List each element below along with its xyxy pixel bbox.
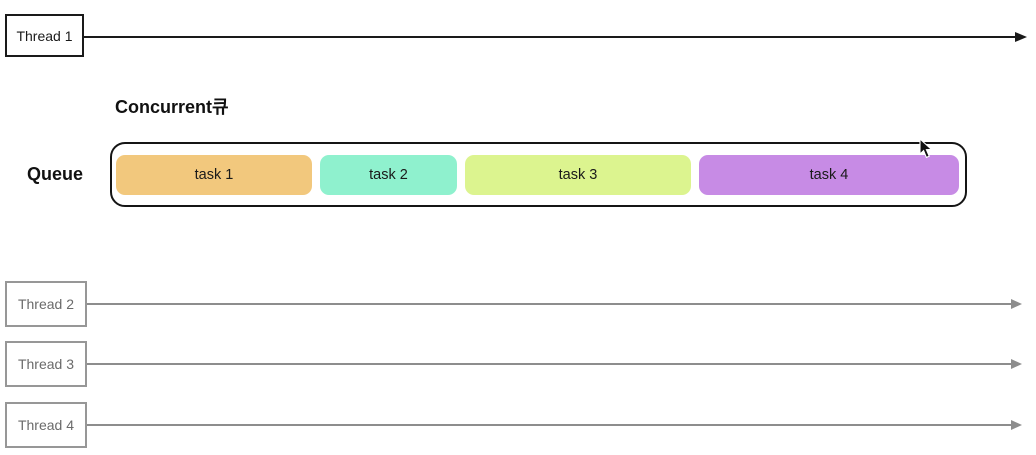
thread-2-arrowhead-icon xyxy=(1011,299,1022,309)
thread-4-box: Thread 4 xyxy=(5,402,87,448)
thread-2-label: Thread 2 xyxy=(17,296,75,312)
task-1-block[interactable]: task 1 xyxy=(116,154,312,195)
task-2-block[interactable]: task 2 xyxy=(320,154,457,195)
thread-2-box: Thread 2 xyxy=(5,281,87,327)
thread-1-label: Thread 1 xyxy=(16,27,73,44)
thread-4-timeline-arrow xyxy=(87,424,1011,426)
diagram-title: Concurrent큐 xyxy=(115,97,229,117)
thread-4-arrowhead-icon xyxy=(1011,420,1022,430)
mouse-cursor-icon xyxy=(919,138,933,159)
thread-4-label: Thread 4 xyxy=(17,417,75,433)
queue-container: task 1 task 2 task 3 task 4 xyxy=(110,142,967,207)
thread-3-box: Thread 3 xyxy=(5,341,87,387)
queue-label: Queue xyxy=(27,164,84,184)
thread-2-timeline-arrow xyxy=(87,303,1011,305)
thread-3-timeline-arrow xyxy=(87,363,1011,365)
task-3-block[interactable]: task 3 xyxy=(465,154,691,195)
task-4-block[interactable]: task 4 xyxy=(699,154,959,195)
thread-3-label: Thread 3 xyxy=(17,356,75,372)
thread-1-box: Thread 1 xyxy=(5,14,84,57)
thread-3-arrowhead-icon xyxy=(1011,359,1022,369)
thread-1-timeline-arrow xyxy=(84,36,1015,38)
thread-1-arrowhead-icon xyxy=(1015,32,1027,42)
